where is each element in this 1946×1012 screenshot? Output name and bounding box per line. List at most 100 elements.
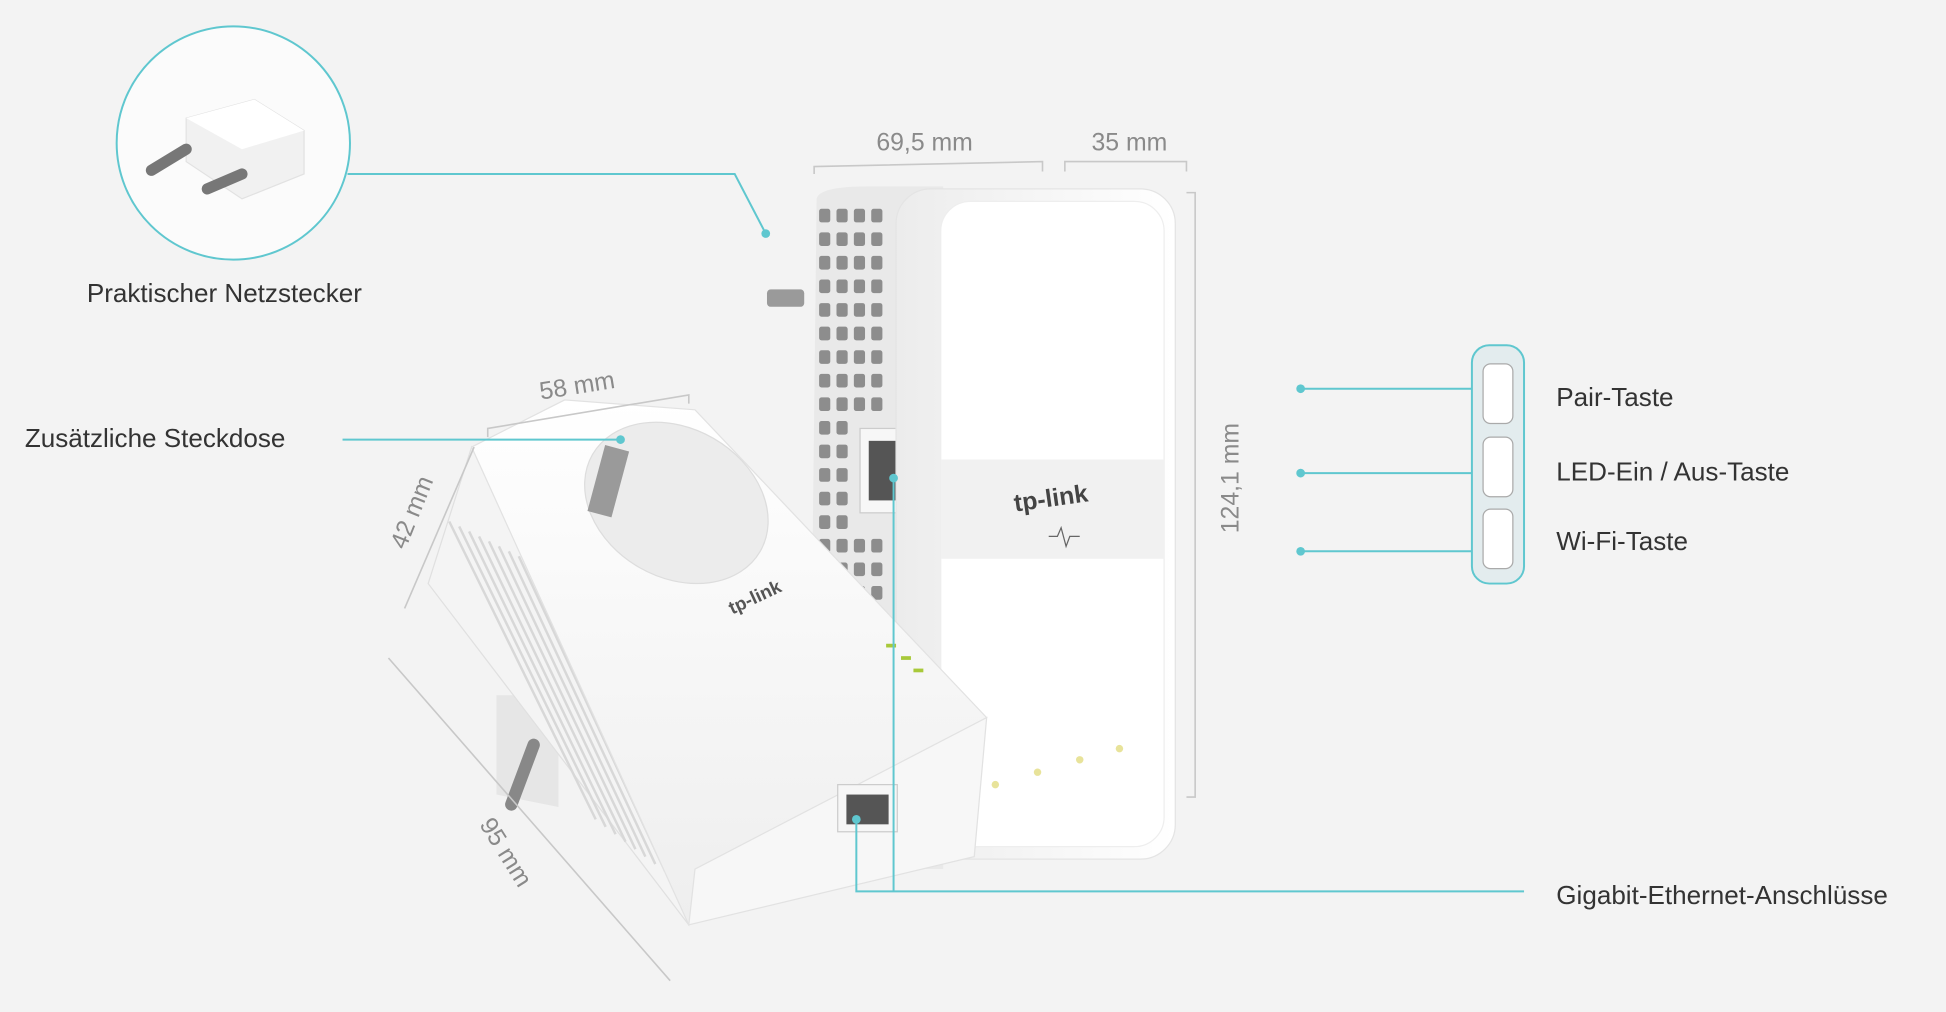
vent-slat bbox=[487, 540, 637, 850]
vent-hole bbox=[871, 538, 883, 553]
vent-hole bbox=[819, 279, 831, 294]
vent-hole bbox=[836, 279, 848, 294]
status-leds bbox=[991, 744, 1124, 789]
led-label: LED-Ein / Aus-Taste bbox=[1556, 457, 1789, 487]
vent-hole bbox=[836, 515, 848, 529]
vent-hole bbox=[819, 350, 831, 364]
vent-hole bbox=[871, 326, 883, 341]
vent-slat bbox=[458, 525, 607, 828]
vent-hole bbox=[819, 491, 831, 506]
dim-line-height-back bbox=[1186, 191, 1196, 798]
euro-plug-icon bbox=[145, 98, 305, 200]
vent-slat bbox=[448, 520, 597, 820]
vent-hole bbox=[853, 373, 866, 388]
plug-callout-line bbox=[347, 173, 767, 235]
vent-hole bbox=[871, 303, 883, 317]
pair-button-icon bbox=[1482, 363, 1514, 425]
vent-hole bbox=[836, 538, 848, 553]
dim-line-width-front bbox=[486, 393, 690, 438]
vent-hole bbox=[853, 232, 866, 246]
pair-label: Pair-Taste bbox=[1556, 382, 1673, 412]
plug-inset bbox=[115, 25, 351, 261]
vent-hole bbox=[853, 326, 866, 341]
vent-hole bbox=[819, 373, 831, 388]
vent-hole bbox=[853, 208, 866, 223]
vent-hole bbox=[836, 373, 848, 388]
wifi-label: Wi-Fi-Taste bbox=[1556, 526, 1688, 556]
vent-hole bbox=[836, 326, 848, 341]
ethernet-callout-dot-back bbox=[889, 473, 898, 483]
vent-slat bbox=[477, 535, 627, 843]
face-band bbox=[940, 459, 1165, 559]
dim-line-height-front bbox=[387, 657, 671, 982]
dim-width-front: 58 mm bbox=[538, 367, 617, 406]
vent-hole bbox=[836, 303, 848, 317]
vent-hole bbox=[871, 279, 883, 294]
vent-hole bbox=[871, 397, 883, 412]
vent-hole bbox=[836, 350, 848, 364]
plug-label: Praktischer Netzstecker bbox=[87, 278, 362, 308]
vent-hole bbox=[836, 232, 848, 246]
vent-hole bbox=[819, 468, 831, 482]
vent-hole bbox=[853, 397, 866, 412]
wifi-callout-dot bbox=[1296, 546, 1305, 556]
button-panel bbox=[1470, 344, 1526, 585]
vent-hole bbox=[871, 350, 883, 364]
plug-callout-dot bbox=[761, 229, 771, 238]
front-plug-pin bbox=[505, 738, 540, 811]
vent-hole bbox=[819, 208, 831, 223]
wifi-button-icon bbox=[1482, 508, 1514, 570]
vent-hole bbox=[819, 255, 831, 270]
dim-depth-front: 42 mm bbox=[386, 472, 439, 552]
socket-ground-clip bbox=[587, 445, 630, 518]
front-powerline-adapter: tp-link bbox=[427, 399, 988, 927]
dim-height-front: 95 mm bbox=[474, 813, 537, 892]
socket-label: Zusätzliche Steckdose bbox=[25, 423, 286, 453]
vent-hole bbox=[871, 562, 883, 577]
vent-hole bbox=[871, 255, 883, 270]
vent-hole bbox=[819, 515, 831, 529]
vent-hole bbox=[819, 420, 831, 435]
dim-width-back: 69,5 mm bbox=[876, 129, 973, 156]
led-callout-dot bbox=[1296, 468, 1305, 478]
vent-hole bbox=[819, 303, 831, 317]
vent-hole bbox=[853, 279, 866, 294]
vent-slat bbox=[507, 550, 657, 865]
vent-hole bbox=[819, 444, 831, 459]
vent-hole bbox=[819, 326, 831, 341]
vent-hole bbox=[871, 208, 883, 223]
vent-hole bbox=[836, 444, 848, 459]
vent-hole bbox=[853, 255, 866, 270]
back-plug-pin bbox=[766, 289, 805, 307]
vent-hole bbox=[836, 491, 848, 506]
vent-hole bbox=[871, 373, 883, 388]
dim-line-depth-front bbox=[403, 446, 475, 609]
schuko-socket bbox=[584, 421, 769, 585]
vent-hole bbox=[836, 468, 848, 482]
vent-hole bbox=[853, 303, 866, 317]
led-button-icon bbox=[1482, 436, 1514, 498]
vent-hole bbox=[836, 255, 848, 270]
vent-slat bbox=[497, 545, 647, 858]
vent-hole bbox=[836, 420, 848, 435]
ethernet-callout-line bbox=[855, 478, 1525, 893]
vent-hole bbox=[819, 397, 831, 412]
ethernet-callout-dot-front bbox=[851, 815, 861, 824]
vent-hole bbox=[871, 232, 883, 246]
dim-line-width-back bbox=[813, 160, 1044, 175]
vent-hole bbox=[871, 586, 883, 600]
vent-hole bbox=[853, 350, 866, 364]
vent-hole bbox=[836, 397, 848, 412]
powerline-icon bbox=[1048, 525, 1080, 549]
ethernet-label: Gigabit-Ethernet-Anschlüsse bbox=[1556, 880, 1888, 910]
dim-line-depth-back bbox=[1064, 160, 1188, 172]
vent-hole bbox=[819, 232, 831, 246]
dim-height-back: 124,1 mm bbox=[1218, 423, 1245, 533]
dim-depth-back: 35 mm bbox=[1091, 129, 1167, 156]
vent-hole bbox=[836, 208, 848, 223]
pair-callout-dot bbox=[1296, 384, 1305, 394]
vent-hole bbox=[853, 538, 866, 553]
vent-hole bbox=[853, 562, 866, 577]
